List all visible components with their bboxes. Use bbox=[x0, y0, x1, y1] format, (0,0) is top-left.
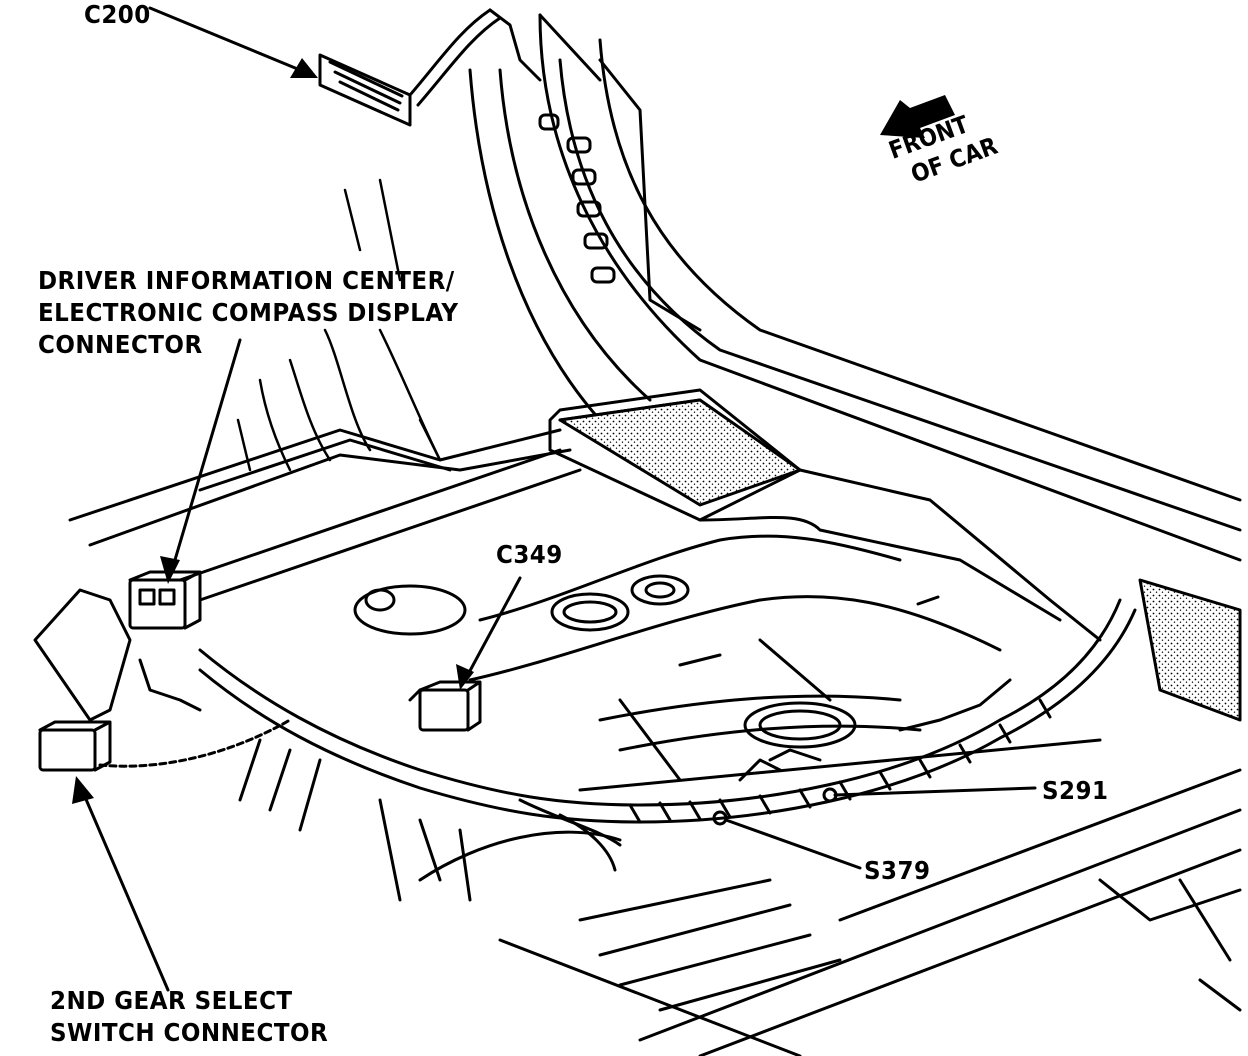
label-c200: C200 bbox=[84, 0, 151, 29]
label-s379: S379 bbox=[864, 856, 931, 885]
leader-s291 bbox=[833, 786, 1037, 797]
stippled-panels bbox=[558, 398, 1242, 722]
gear-switch-pigtail bbox=[98, 718, 292, 768]
front-of-car-arrow-icon bbox=[880, 95, 955, 138]
label-2nd-gear-line1: 2ND GEAR SELECT bbox=[50, 986, 293, 1015]
label-s291: S291 bbox=[1042, 776, 1109, 805]
label-dic-line1: DRIVER INFORMATION CENTER/ bbox=[38, 266, 455, 295]
left-body-side bbox=[33, 588, 622, 902]
connector-2nd-gear-switch bbox=[38, 720, 112, 772]
label-dic-line3: CONNECTOR bbox=[38, 330, 203, 359]
connector-dic bbox=[128, 570, 202, 630]
leader-c349 bbox=[463, 576, 522, 682]
arrowhead-c349 bbox=[456, 664, 474, 690]
leader-s379 bbox=[724, 818, 862, 870]
splice-s379 bbox=[712, 810, 728, 826]
pillar-wiring-harness bbox=[408, 8, 542, 107]
arrowhead-2nd-gear bbox=[72, 776, 94, 804]
leader-dic bbox=[170, 338, 242, 572]
rear-floor-ribs bbox=[498, 768, 1242, 1056]
label-dic-line2: ELECTRONIC COMPASS DISPLAY bbox=[38, 298, 459, 327]
label-c349: C349 bbox=[496, 540, 563, 569]
pillar-trim-clips bbox=[538, 113, 616, 284]
floor-openings bbox=[353, 574, 940, 782]
leader-2nd-gear bbox=[80, 788, 170, 992]
leader-c200 bbox=[148, 6, 302, 72]
callout-leaders bbox=[80, 6, 1037, 992]
arrowhead-dic bbox=[160, 556, 180, 584]
connector-c200 bbox=[318, 53, 412, 127]
door-pillar-outline bbox=[468, 13, 1242, 562]
arrowhead-c200 bbox=[290, 58, 318, 78]
callout-arrowheads bbox=[72, 58, 474, 804]
connector-c349 bbox=[408, 680, 482, 732]
label-2nd-gear-line2: SWITCH CONNECTOR bbox=[50, 1018, 329, 1047]
floor-wiring-harness bbox=[198, 598, 1137, 872]
